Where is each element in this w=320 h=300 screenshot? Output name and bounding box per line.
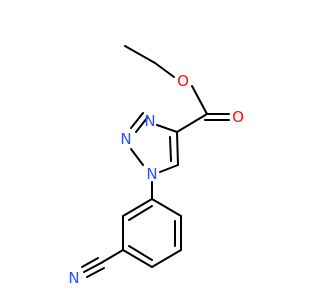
molecule-drawing: O O N N N N <box>68 45 244 287</box>
bond-ch3-ch2 <box>124 45 156 64</box>
bond-benz-3-4 <box>151 249 182 268</box>
bonds <box>81 45 230 278</box>
bond-triple-c <box>86 267 105 278</box>
atom-label-n-nitrile: N <box>68 269 79 287</box>
bond-triple-a <box>83 262 102 273</box>
structure-canvas: O O N N N N <box>68 45 244 287</box>
bond-c4-c5-inner <box>169 136 172 162</box>
bond-benz-6-1 <box>122 198 153 217</box>
atom-label-n1: N <box>146 165 157 183</box>
bond-triple-b <box>81 257 99 268</box>
bond-caryl-cnitrile <box>100 249 124 264</box>
bond-c4-c5 <box>176 131 179 166</box>
bond-ch2-oether <box>154 62 175 78</box>
bond-benz-4-5 <box>122 249 153 268</box>
bond-n2-n3-a <box>130 112 144 129</box>
atom-labels: O O N N N N <box>68 72 244 287</box>
atom-label-n2: N <box>120 130 131 148</box>
bond-n2-n3-b <box>135 117 148 133</box>
atom-label-o-ether: O <box>177 72 189 90</box>
bond-ccarbonyl-c4 <box>176 113 208 133</box>
atom-label-n3: N <box>144 112 155 130</box>
bond-n1-n2 <box>130 148 144 166</box>
bond-oether-ccarbonyl <box>191 85 208 115</box>
bond-benz-4-5-inner <box>128 245 153 261</box>
bond-benz-6-1-inner <box>128 205 153 221</box>
bond-benz-1-2 <box>151 198 182 217</box>
bond-n3-c4 <box>156 124 178 133</box>
atom-label-o-carbonyl: O <box>232 108 244 126</box>
bond-c5-n1 <box>159 164 179 173</box>
